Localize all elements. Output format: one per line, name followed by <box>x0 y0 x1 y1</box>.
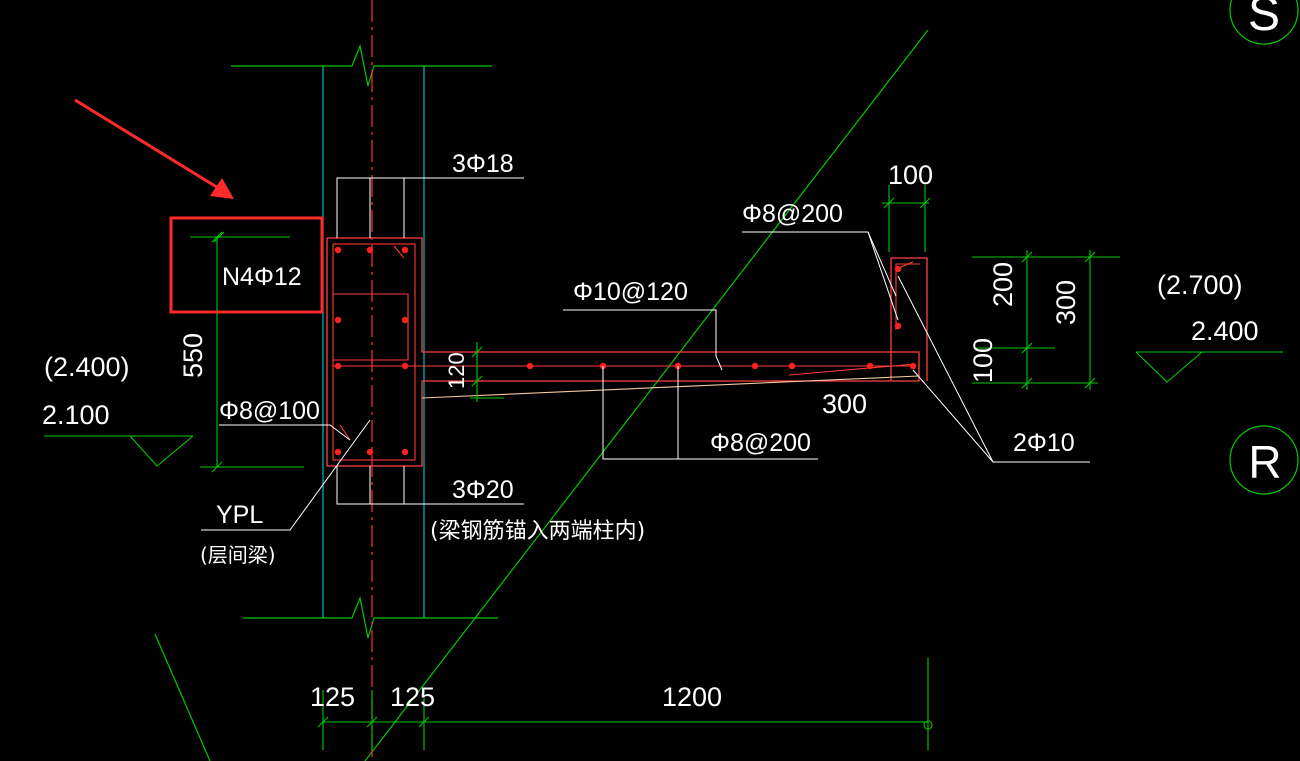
elevation-markers <box>44 351 1283 467</box>
axis-bubble-s <box>1229 0 1299 45</box>
elevation-right-value: 2.400 <box>1191 316 1259 346</box>
highlight-arrow-shaft <box>74 98 229 196</box>
beam-outline <box>326 237 928 467</box>
dim-upstand-top: 200 <box>988 262 1018 307</box>
label-beam-name: YPL <box>216 501 263 529</box>
label-bar-bottom: 3Φ20 <box>452 476 514 504</box>
rebar-dot <box>894 322 902 330</box>
axis-label-r: R <box>1248 436 1281 488</box>
dim-upstand-total: 300 <box>1051 280 1081 325</box>
label-stirrup-upstand: Φ8@200 <box>742 200 843 228</box>
rebar-dot <box>401 246 409 254</box>
dim-upstand-width: 100 <box>888 160 933 190</box>
rebar-dot <box>894 265 902 273</box>
rebar-dot <box>334 448 342 456</box>
rebar-dot <box>788 362 796 370</box>
elevation-left-paren: (2.400) <box>44 352 130 382</box>
axis-label-s: S <box>1248 0 1280 41</box>
label-stirrup-slab-top: Φ10@120 <box>573 278 688 306</box>
label-beam-note: (层间梁) <box>200 543 276 567</box>
dimension-point <box>923 720 933 730</box>
rebar-dot <box>401 362 409 370</box>
rebar-dot <box>401 448 409 456</box>
rebar-dot <box>366 246 374 254</box>
dim-slab-thickness: 120 <box>444 352 469 389</box>
label-stirrup-slab-bottom: Φ8@200 <box>710 429 811 457</box>
leader-lines <box>201 177 1090 531</box>
dim-beam-depth: 550 <box>178 333 208 378</box>
dim-bottom-span: 1200 <box>662 682 722 712</box>
rebar-dot <box>334 316 342 324</box>
rebar-dot <box>866 362 874 370</box>
elevation-left-value: 2.100 <box>42 400 110 430</box>
rebar-dot <box>366 448 374 456</box>
dim-bottom-left-1: 125 <box>310 682 355 712</box>
highlight-arrow-head <box>210 178 234 199</box>
dim-upstand-bottom: 100 <box>968 338 998 383</box>
label-edge-bars: 2Φ10 <box>1013 429 1075 457</box>
label-bar-top: 3Φ18 <box>452 150 514 178</box>
slab-bottom-line <box>421 375 920 399</box>
column-outline <box>322 66 425 618</box>
highlight-box <box>169 216 324 314</box>
rebar-dots <box>334 246 917 456</box>
rebar-dot <box>909 362 917 370</box>
break-lines <box>231 43 498 639</box>
dimension-lines <box>190 185 1120 750</box>
dim-slab-offset: 300 <box>822 389 867 419</box>
label-bar-bottom-note: (梁钢筋锚入两端柱内) <box>430 519 645 544</box>
rebar-dot <box>526 362 534 370</box>
rebar-dot <box>751 362 759 370</box>
axis-bubble-r <box>1229 425 1299 495</box>
rebar-dot <box>401 316 409 324</box>
label-stirrup-column: Φ8@100 <box>219 397 320 425</box>
label-waist-bar: N4Φ12 <box>222 263 302 291</box>
stirrups <box>332 243 920 461</box>
axis-bubbles <box>1229 0 1299 495</box>
rebar-dot <box>334 246 342 254</box>
elevation-right-paren: (2.700) <box>1157 270 1243 300</box>
dim-bottom-left-2: 125 <box>390 682 435 712</box>
construction-lines <box>154 29 929 761</box>
rebar-dot <box>334 362 342 370</box>
